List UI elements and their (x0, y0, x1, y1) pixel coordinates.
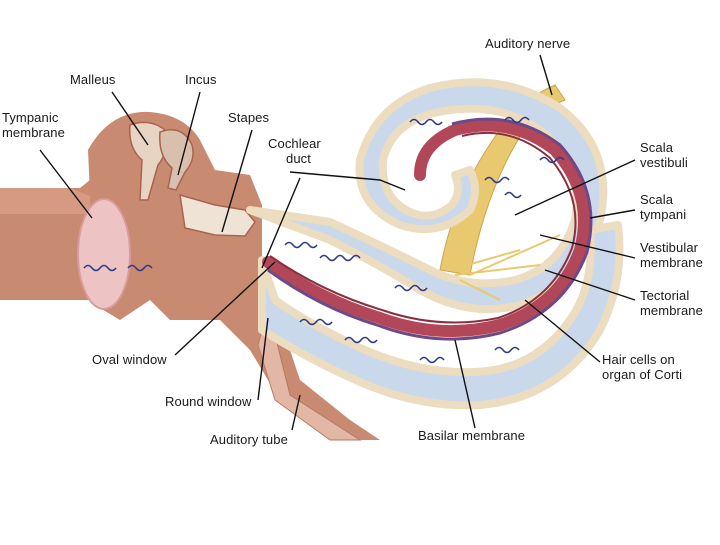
basilar-membrane-line (269, 131, 577, 324)
label-hair-cells-line1: Hair cells on (602, 352, 675, 367)
leader-lines (39, 54, 636, 431)
nerve-fibers (449, 234, 561, 301)
label-cochlear-duct-line2: duct (286, 151, 311, 166)
label-tectorial-membrane-line2: membrane (640, 303, 703, 318)
label-vestibular-membrane: Vestibular membrane (640, 240, 703, 270)
stapes-bone (179, 193, 256, 237)
label-vestibular-membrane-line2: membrane (640, 255, 703, 270)
cochlea-lower-canal (258, 221, 624, 410)
vestibular-membrane-line (267, 117, 593, 341)
label-scala-vestibuli-line2: vestibuli (640, 155, 688, 170)
label-cochlear-duct-line1: Cochlear (268, 136, 321, 151)
label-incus: Incus (185, 72, 217, 87)
label-round-window: Round window (165, 394, 252, 409)
label-stapes: Stapes (228, 110, 270, 125)
label-tympanic-membrane-line2: membrane (2, 125, 65, 140)
fluid-waves (284, 116, 565, 364)
label-hair-cells: Hair cells on organ of Corti (602, 352, 682, 382)
cochlear-duct-band (262, 119, 591, 338)
label-oval-window: Oval window (92, 352, 167, 367)
sound-wave-canal-2 (127, 264, 153, 272)
label-tectorial-membrane-line1: Tectorial (640, 288, 690, 303)
label-auditory-tube: Auditory tube (210, 432, 288, 447)
sound-wave-canal (83, 264, 117, 272)
incus-bone (159, 129, 194, 191)
auditory-tube-shape (257, 329, 362, 441)
ear-canal-upper-tissue (0, 188, 100, 214)
label-scala-vestibuli: Scala vestibuli (640, 140, 688, 170)
middle-ear-tissue (88, 111, 380, 441)
label-scala-tympani-line2: tympani (640, 207, 687, 222)
label-auditory-nerve: Auditory nerve (485, 36, 571, 51)
label-tympanic-membrane: Tympanic membrane (2, 110, 65, 140)
label-scala-vestibuli-line1: Scala (640, 140, 674, 155)
label-hair-cells-line2: organ of Corti (602, 367, 683, 382)
label-scala-tympani: Scala tympani (640, 192, 686, 222)
tympanic-membrane-shape (77, 198, 131, 310)
label-tectorial-membrane: Tectorial membrane (640, 288, 703, 318)
cochlea-outer-canal (246, 78, 608, 314)
label-cochlear-duct: Cochlear duct (268, 136, 321, 166)
label-basilar-membrane: Basilar membrane (418, 428, 526, 443)
label-tympanic-membrane-line1: Tympanic (2, 110, 59, 125)
label-scala-tympani-line1: Scala (640, 192, 674, 207)
label-malleus: Malleus (70, 72, 116, 87)
label-vestibular-membrane-line1: Vestibular (640, 240, 699, 255)
